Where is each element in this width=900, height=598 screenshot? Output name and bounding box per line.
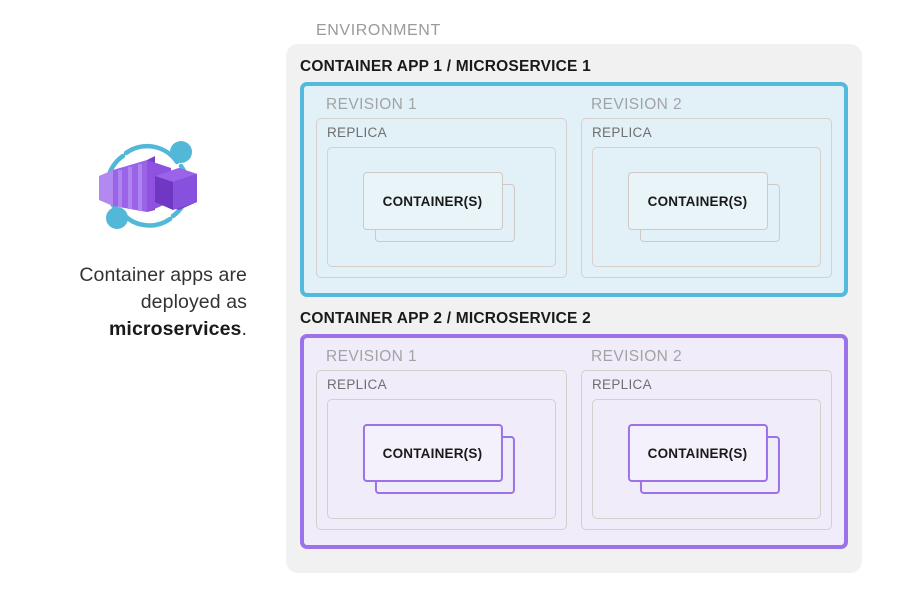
app-1-revision-2-container-stack: CONTAINER(S) (627, 172, 780, 242)
app-1-revision-2-label: REVISION 2 (591, 96, 682, 113)
app-group-1: CONTAINER APP 1 / MICROSERVICE 1 REVISIO… (300, 58, 848, 297)
app-group-2: CONTAINER APP 2 / MICROSERVICE 2 REVISIO… (300, 310, 848, 549)
app-2-revision-2-replica-label: REPLICA (592, 377, 652, 392)
app-1-revision-2-replica-label: REPLICA (592, 125, 652, 140)
environment-label: ENVIRONMENT (316, 22, 441, 39)
app-1-revision-1-container-label: CONTAINER(S) (382, 193, 483, 209)
container-front-shape: CONTAINER(S) (362, 172, 503, 230)
container-front-shape: CONTAINER(S) (362, 424, 503, 482)
app-2-revision-2: REVISION 2 REPLICA CONTAINER(S) (581, 348, 832, 535)
app-1-box: REVISION 1 REPLICA CONTAINER(S) REVISION (300, 82, 848, 297)
legend-caption: Container apps are deployed as microserv… (40, 262, 255, 343)
app-2-revision-2-label: REVISION 2 (591, 348, 682, 365)
app-2-revision-1-label: REVISION 1 (326, 348, 417, 365)
azure-container-apps-icon-svg (98, 141, 197, 229)
legend-panel: Container apps are deployed as microserv… (40, 130, 255, 343)
app-2-revision-1: REVISION 1 REPLICA CONTAINER(S) (316, 348, 567, 535)
app-1-revision-1-replica: REPLICA CONTAINER(S) (316, 118, 567, 278)
app-2-revision-1-container-label: CONTAINER(S) (382, 445, 483, 461)
app-1-revision-2: REVISION 2 REPLICA CONTAINER(S) (581, 96, 832, 283)
app-1-revision-1-replica-inner: CONTAINER(S) (327, 147, 556, 267)
azure-container-apps-icon (93, 130, 203, 240)
app-2-title: CONTAINER APP 2 / MICROSERVICE 2 (300, 310, 591, 327)
app-2-revision-2-container-stack: CONTAINER(S) (627, 424, 780, 494)
app-2-revision-1-container-stack: CONTAINER(S) (362, 424, 515, 494)
app-1-revision-1-label: REVISION 1 (326, 96, 417, 113)
container-front-shape: CONTAINER(S) (627, 424, 768, 482)
app-2-revision-2-replica: REPLICA CONTAINER(S) (581, 370, 832, 530)
caption-line-2: deployed as (140, 291, 247, 313)
container-front-shape: CONTAINER(S) (627, 172, 768, 230)
app-2-revision-1-replica: REPLICA CONTAINER(S) (316, 370, 567, 530)
app-2-revision-2-container-label: CONTAINER(S) (647, 445, 748, 461)
app-2-revision-1-replica-label: REPLICA (327, 377, 387, 392)
app-1-revision-2-replica: REPLICA CONTAINER(S) (581, 118, 832, 278)
app-1-revision-2-container-label: CONTAINER(S) (647, 193, 748, 209)
app-2-revision-1-replica-inner: CONTAINER(S) (327, 399, 556, 519)
app-1-revision-1-replica-label: REPLICA (327, 125, 387, 140)
app-1-revision-1: REVISION 1 REPLICA CONTAINER(S) (316, 96, 567, 283)
caption-line-1: Container apps are (79, 264, 247, 286)
app-1-revision-2-replica-inner: CONTAINER(S) (592, 147, 821, 267)
environment-container: CONTAINER APP 1 / MICROSERVICE 1 REVISIO… (286, 44, 862, 573)
caption-emphasis: microservices (108, 318, 242, 340)
caption-period: . (241, 318, 247, 340)
app-1-revision-1-container-stack: CONTAINER(S) (362, 172, 515, 242)
app-1-title: CONTAINER APP 1 / MICROSERVICE 1 (300, 58, 591, 75)
app-2-box: REVISION 1 REPLICA CONTAINER(S) REVISION (300, 334, 848, 549)
app-2-revision-2-replica-inner: CONTAINER(S) (592, 399, 821, 519)
